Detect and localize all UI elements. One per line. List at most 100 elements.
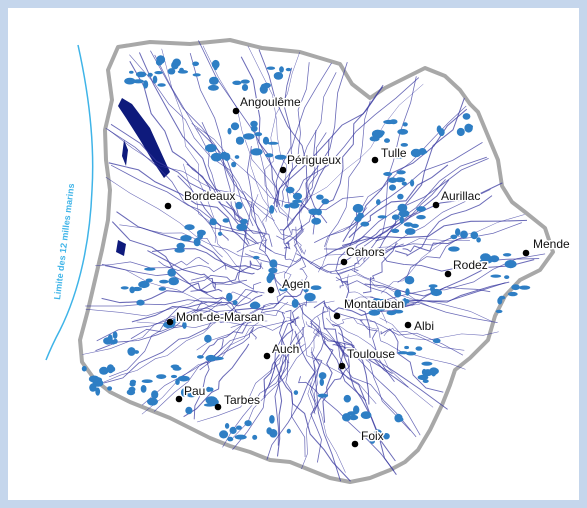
water-body: [182, 321, 187, 329]
water-body: [254, 132, 263, 137]
water-body: [274, 154, 287, 160]
city-toulouse: Toulouse: [338, 346, 397, 370]
gironde-estuary: [118, 98, 170, 178]
water-body: [127, 347, 136, 356]
water-body: [111, 366, 116, 372]
water-body: [180, 388, 188, 397]
water-body: [128, 386, 136, 392]
water-body: [504, 260, 517, 269]
city-label: Foix: [361, 429, 384, 443]
river-line: [295, 132, 327, 254]
river-line: [369, 320, 466, 370]
water-body: [490, 274, 502, 278]
city-marker: [263, 352, 271, 360]
water-body: [222, 218, 230, 223]
water-body: [504, 275, 510, 279]
river-line: [272, 273, 367, 401]
water-body: [360, 411, 372, 419]
river-line: [276, 327, 304, 457]
water-body: [448, 246, 460, 252]
water-body: [262, 136, 270, 145]
river-line: [103, 307, 235, 384]
water-body: [170, 374, 178, 379]
water-body: [227, 436, 234, 442]
water-body: [354, 216, 362, 222]
river-line: [277, 84, 384, 206]
water-body: [252, 434, 258, 440]
city-label: Cahors: [346, 245, 385, 259]
river-line: [108, 301, 203, 378]
water-body: [404, 228, 416, 235]
river-line: [252, 203, 281, 296]
water-body: [401, 181, 407, 186]
water-body: [210, 152, 222, 162]
city-angoulême: Angoulême: [232, 94, 303, 115]
city-agen: Agen: [267, 276, 312, 294]
water-body: [227, 127, 232, 135]
water-body: [205, 144, 217, 153]
water-body: [347, 411, 357, 416]
water-body: [217, 231, 223, 236]
water-body: [170, 364, 180, 369]
water-body: [438, 128, 445, 137]
river-line: [363, 179, 446, 262]
city-marker: [444, 270, 452, 278]
water-body: [157, 83, 166, 87]
river-line: [335, 274, 430, 307]
water-body: [268, 267, 278, 274]
river-line: [286, 62, 310, 221]
river-line: [362, 242, 397, 294]
water-body: [360, 221, 370, 227]
water-body: [431, 368, 439, 375]
city-label: Montauban: [344, 297, 404, 311]
city-aurillac: Aurillac: [432, 188, 482, 209]
water-body: [159, 279, 169, 284]
water-body: [230, 122, 240, 131]
city-label: Rodez: [453, 258, 488, 272]
water-body: [403, 222, 414, 227]
river-line: [228, 279, 304, 323]
river-line: [264, 51, 301, 222]
river-line: [202, 45, 293, 221]
river-line: [95, 257, 210, 269]
water-body: [144, 267, 156, 271]
water-body: [410, 179, 415, 187]
water-body: [120, 286, 129, 290]
arcachon-basin: [116, 240, 126, 256]
water-body: [383, 119, 396, 125]
water-body: [88, 375, 100, 383]
river-line: [358, 319, 395, 383]
water-body: [402, 297, 407, 307]
water-body: [405, 288, 410, 296]
water-body: [147, 397, 158, 406]
water-body: [388, 177, 398, 183]
river-line: [154, 54, 235, 198]
water-body: [373, 429, 382, 437]
city-label: Albi: [414, 319, 434, 333]
water-body: [234, 155, 240, 159]
river-line: [354, 179, 450, 250]
river-line: [306, 61, 348, 203]
water-body: [455, 228, 461, 237]
water-body: [89, 383, 97, 392]
river-line: [322, 306, 393, 375]
river-line: [111, 221, 223, 293]
river-line: [328, 309, 434, 408]
water-body: [232, 80, 242, 86]
water-body: [376, 130, 385, 135]
river-line: [183, 343, 250, 418]
river-line: [197, 343, 306, 423]
water-body: [348, 414, 359, 421]
river-line: [315, 237, 452, 273]
river-line: [130, 307, 220, 340]
city-pau: Pau: [175, 383, 207, 403]
water-body: [317, 393, 329, 398]
city-label: Tarbes: [224, 393, 260, 407]
water-body: [404, 345, 409, 350]
water-body: [250, 120, 258, 128]
water-body: [376, 199, 381, 206]
river-line: [300, 83, 424, 214]
water-body: [450, 234, 458, 240]
river-line: [186, 163, 264, 234]
